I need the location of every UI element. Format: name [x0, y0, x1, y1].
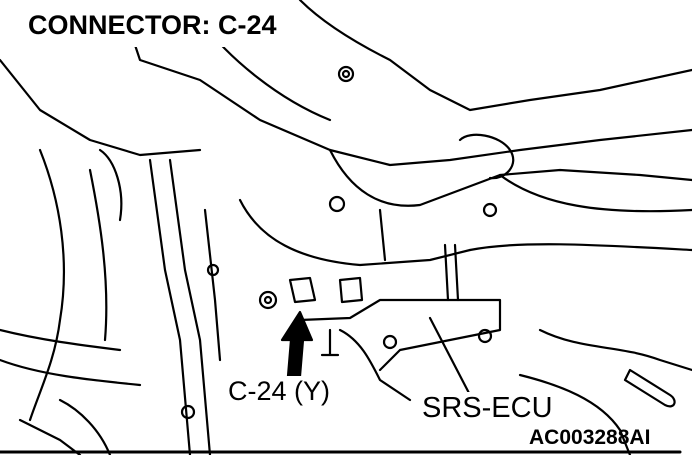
diagram-title: CONNECTOR: C-24 [0, 0, 291, 47]
ecu-label: SRS-ECU [420, 392, 555, 425]
arrow-icon [280, 310, 314, 378]
connector-label: C-24 (Y) [226, 376, 333, 407]
figure-id: AC003288AI [529, 426, 651, 449]
